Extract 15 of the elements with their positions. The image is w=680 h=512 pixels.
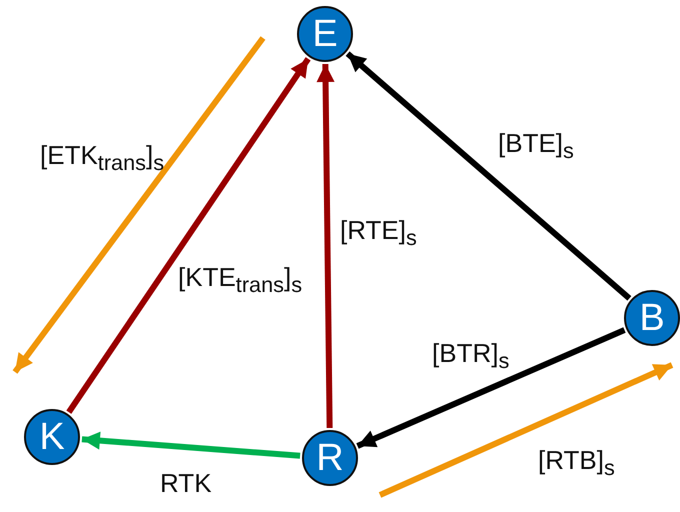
edge-label: [BTR]$_{s}$ <box>432 338 510 374</box>
direction-label: [RTB]$_{s}$ <box>538 445 615 482</box>
node-circle: K <box>24 409 80 465</box>
node-circle: R <box>302 430 358 486</box>
node-circle: E <box>297 6 353 62</box>
edge-label: [RTE]$_{s}$ <box>340 215 417 252</box>
arrow <box>356 327 626 449</box>
arrow <box>346 51 632 301</box>
arrow <box>316 64 335 428</box>
arrow <box>66 57 311 414</box>
edge-label: [KTE$_{trans}$]$_{s}$ <box>178 262 302 298</box>
edge-label: [BTE]$_{s}$ <box>498 128 574 164</box>
edge-label: RTK <box>160 468 212 499</box>
direction-label: [ETK$_{trans}$]$_{s}$ <box>40 140 164 176</box>
node-circle: B <box>624 290 680 346</box>
